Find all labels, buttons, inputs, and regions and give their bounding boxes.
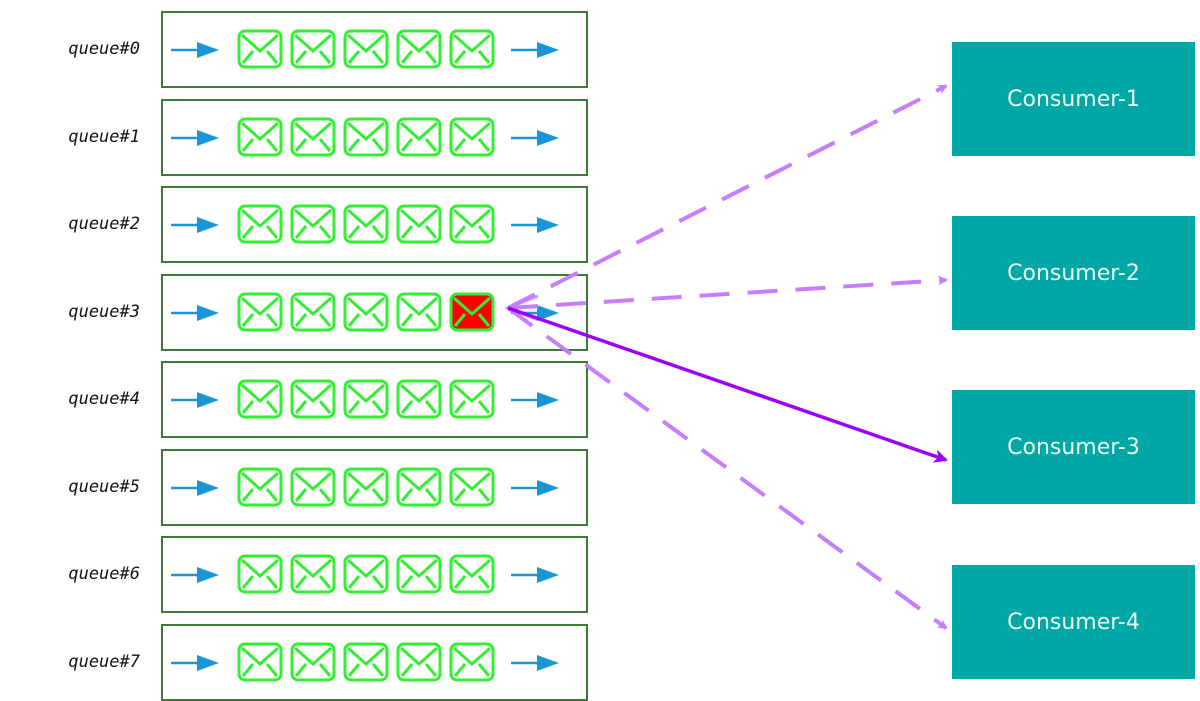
envelope-icon [449, 467, 495, 507]
arrow-right-icon [511, 128, 561, 148]
envelope-icon [290, 117, 336, 157]
arrow-right-icon [171, 390, 221, 410]
queue-3 [161, 273, 588, 351]
consumer-3: Consumer-3 [952, 390, 1195, 504]
queue-7 [161, 623, 588, 701]
arrow-right-icon [511, 565, 561, 585]
queue-label: queue#3 [68, 301, 140, 322]
envelope-icon [290, 29, 336, 69]
queue-label: queue#4 [68, 389, 140, 409]
arrow-right-icon [171, 653, 221, 673]
queue-label: queue#2 [68, 214, 140, 234]
envelope-icon [290, 554, 336, 594]
consumer-1: Consumer-1 [952, 42, 1195, 156]
arrow-right-icon [511, 40, 561, 60]
envelope-icon [396, 554, 442, 594]
envelope-icon [449, 642, 495, 682]
envelope-icon [343, 554, 389, 594]
envelope-icon [290, 642, 336, 682]
envelope-icon [237, 117, 283, 157]
envelope-icon [396, 379, 442, 419]
envelope-icon [396, 29, 442, 69]
envelope-icon [396, 292, 442, 332]
queue-1 [161, 98, 588, 176]
envelope-icon [449, 117, 495, 157]
envelope-icon [290, 292, 336, 332]
envelope-icon [449, 379, 495, 419]
envelope-icon [343, 379, 389, 419]
arrow-right-icon [511, 478, 561, 498]
envelope-icon [449, 554, 495, 594]
arrow-right-icon [171, 478, 221, 498]
envelope-icon [237, 204, 283, 244]
envelope-icon-highlighted [449, 292, 495, 332]
consumer-label: Consumer-4 [1007, 609, 1140, 635]
envelope-icon [396, 117, 442, 157]
queue-label: queue#6 [68, 564, 140, 584]
envelope-icon [237, 642, 283, 682]
arrow-right-icon [171, 215, 221, 235]
envelope-icon [237, 379, 283, 419]
envelope-icon [237, 554, 283, 594]
envelope-icon [290, 467, 336, 507]
arrow-right-icon [511, 215, 561, 235]
envelope-icon [343, 29, 389, 69]
envelope-icon [343, 642, 389, 682]
envelope-icon [343, 204, 389, 244]
envelope-icon [396, 642, 442, 682]
envelope-icon [396, 467, 442, 507]
queue-5 [161, 448, 588, 526]
envelope-icon [237, 29, 283, 69]
arrow-right-icon [171, 40, 221, 60]
arrow-right-icon [171, 128, 221, 148]
arrow-right-icon [171, 303, 221, 323]
envelope-icon [449, 29, 495, 69]
queue-2 [161, 186, 588, 263]
arrow-right-icon [511, 653, 561, 673]
consumer-label: Consumer-3 [1007, 434, 1140, 460]
envelope-icon [290, 379, 336, 419]
envelope-icon [290, 204, 336, 244]
arrow-right-icon [511, 303, 561, 323]
arrow-right-icon [171, 565, 221, 585]
envelope-icon [343, 292, 389, 332]
queue-label: queue#1 [68, 126, 140, 147]
envelope-icon [343, 117, 389, 157]
envelope-icon [237, 292, 283, 332]
queue-4 [161, 361, 588, 438]
envelope-icon [396, 204, 442, 244]
queue-label: queue#7 [68, 651, 140, 672]
arrow-right-icon [511, 390, 561, 410]
queue-label: queue#5 [68, 476, 140, 497]
queue-6 [161, 536, 588, 613]
queue-0 [161, 11, 588, 88]
consumer-label: Consumer-1 [1007, 86, 1140, 112]
envelope-icon [449, 204, 495, 244]
consumer-4: Consumer-4 [952, 565, 1195, 679]
consumer-2: Consumer-2 [952, 216, 1195, 330]
queue-label: queue#0 [68, 39, 140, 59]
consumer-label: Consumer-2 [1007, 260, 1140, 286]
envelope-icon [237, 467, 283, 507]
envelope-icon [343, 467, 389, 507]
